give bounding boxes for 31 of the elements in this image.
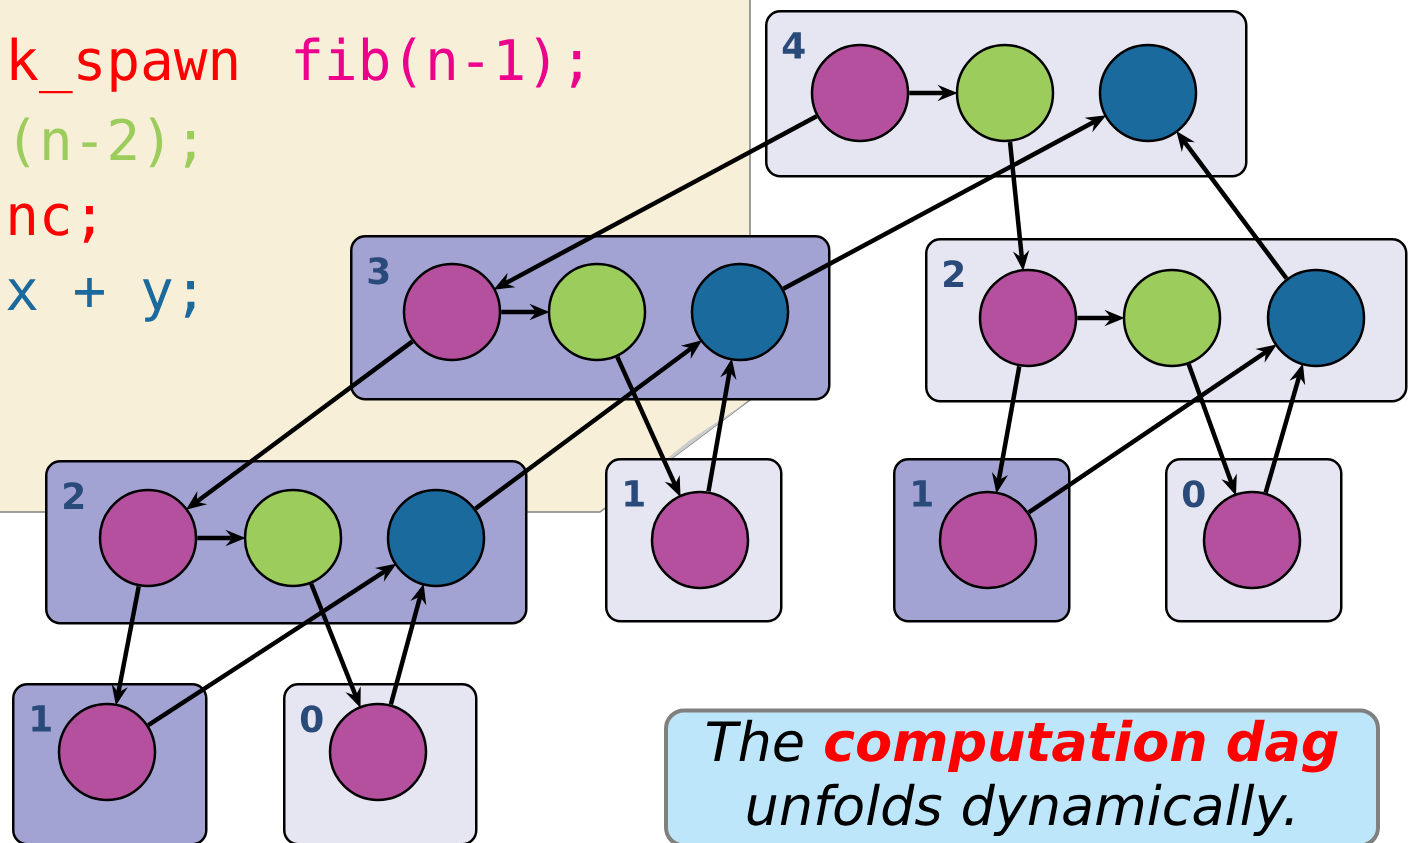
vertex-circle [1122,268,1222,368]
code-text: k_spawn [11,37,237,94]
frame-number: 0 [1182,480,1205,508]
code-text: nc; [10,203,94,243]
frame-number: 1 [625,480,644,507]
code-text: x + y; [7,277,195,322]
code-text: fib(n-1); [295,37,581,88]
frame-number: 2 [944,260,964,287]
frame-number: 3 [368,257,389,285]
callout-box: The computation dag unfolds dynamically. [664,708,1380,843]
frame-number: 2 [64,482,84,509]
vertex-circle [1098,43,1198,143]
vertex-circle [938,490,1038,590]
vertex-circle [955,43,1055,143]
vertex-circle [98,488,198,588]
code-text: (n-2); [16,117,195,168]
vertex-circle [386,488,486,588]
frame-number: 4 [782,32,805,59]
frame-number: 1 [913,480,932,507]
vertex-circle [243,488,343,588]
vertex-circle [402,262,502,362]
vertex-circle [1266,268,1366,368]
vertex-circle [57,702,157,802]
frame-number: 0 [300,705,323,733]
vertex-circle [328,702,428,802]
vertex-circle [810,43,910,143]
vertex-circle [978,268,1078,368]
vertex-circle [690,262,790,362]
vertex-circle [650,490,750,590]
vertex-circle [547,262,647,362]
frame-number: 1 [32,705,51,732]
